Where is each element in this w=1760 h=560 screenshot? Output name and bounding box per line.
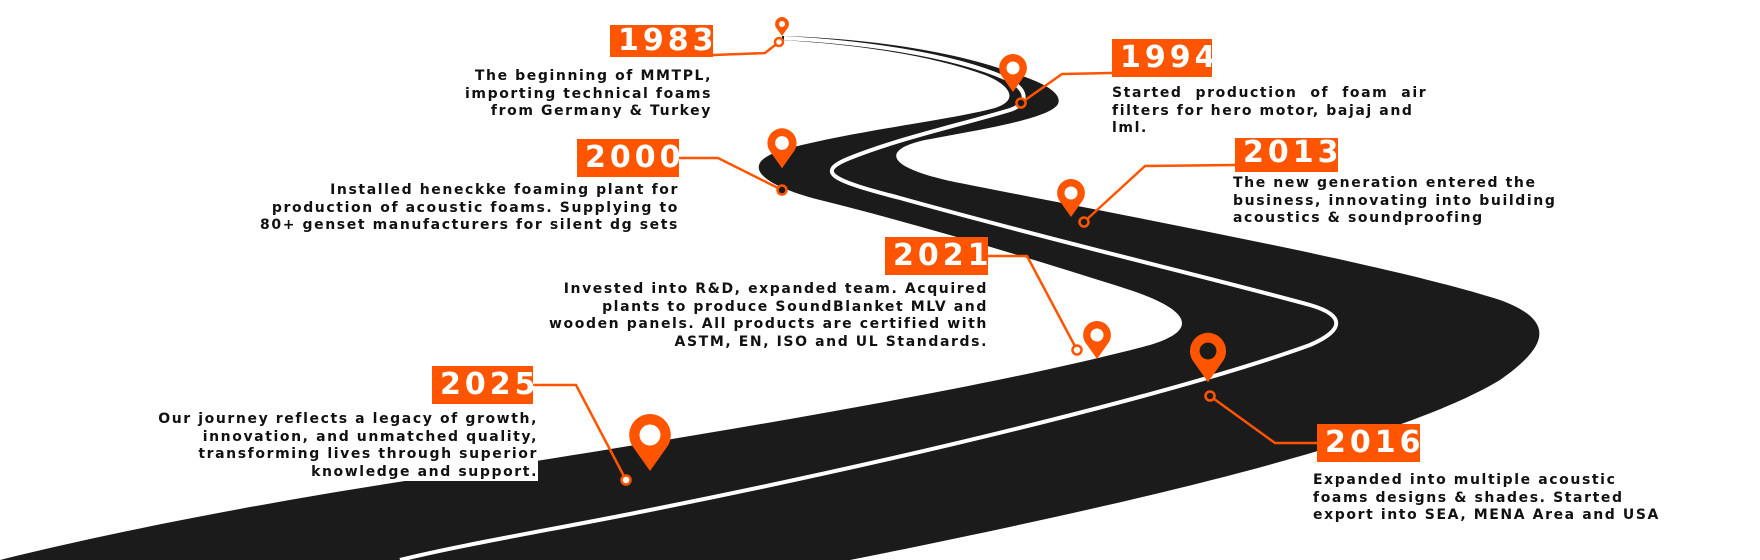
- connector-dot-icon: [1071, 344, 1083, 356]
- year-badge-2016: 2016: [1317, 424, 1421, 462]
- connector-2000: [679, 156, 783, 192]
- connector-dot-icon: [1015, 97, 1027, 109]
- road-center-line: [399, 36, 1339, 560]
- connector-2013: [1083, 163, 1236, 223]
- milestone-text-2016: Expanded into multiple acoustic foams de…: [1313, 472, 1660, 525]
- map-pin-icon: [999, 54, 1027, 92]
- connector-dot-icon: [773, 36, 785, 48]
- map-pin-icon: [1189, 332, 1227, 383]
- year-badge-1983: 1983: [610, 25, 714, 57]
- map-pin-icon: [1057, 179, 1085, 217]
- connector-1994: [1020, 71, 1113, 105]
- milestone-text-2025: Our journey reflects a legacy of growth,…: [154, 411, 538, 481]
- map-pin-icon: [775, 17, 789, 36]
- milestone-text-1983: The beginning of MMTPL, importing techni…: [465, 68, 712, 121]
- year-badge-2021: 2021: [885, 237, 989, 275]
- connector-2025: [533, 383, 628, 481]
- connector-dot-icon: [620, 474, 632, 486]
- connector-dot-icon: [1078, 216, 1090, 228]
- year-badge-1994: 1994: [1112, 39, 1216, 77]
- map-pin-icon: [629, 414, 671, 471]
- connector-dot-icon: [1204, 390, 1216, 402]
- year-badge-2025: 2025: [432, 366, 536, 404]
- year-badge-2000: 2000: [577, 139, 681, 177]
- map-pin-icon: [767, 128, 797, 169]
- map-pin-icon: [1083, 321, 1111, 359]
- connector-1983: [712, 41, 780, 57]
- year-badge-2013: 2013: [1235, 134, 1339, 172]
- connector-2021: [988, 254, 1079, 351]
- connector-2016: [1209, 394, 1317, 445]
- connector-dot-icon: [776, 184, 788, 196]
- milestone-text-2000: Installed heneckke foaming plant for pro…: [260, 182, 679, 235]
- milestone-text-2013: The new generation entered the business,…: [1233, 175, 1557, 228]
- milestone-text-2021: Invested into R&D, expanded team. Acquir…: [548, 281, 988, 351]
- road-surface: [0, 36, 1540, 560]
- milestone-text-1994: Started production of foam air filters f…: [1112, 85, 1428, 138]
